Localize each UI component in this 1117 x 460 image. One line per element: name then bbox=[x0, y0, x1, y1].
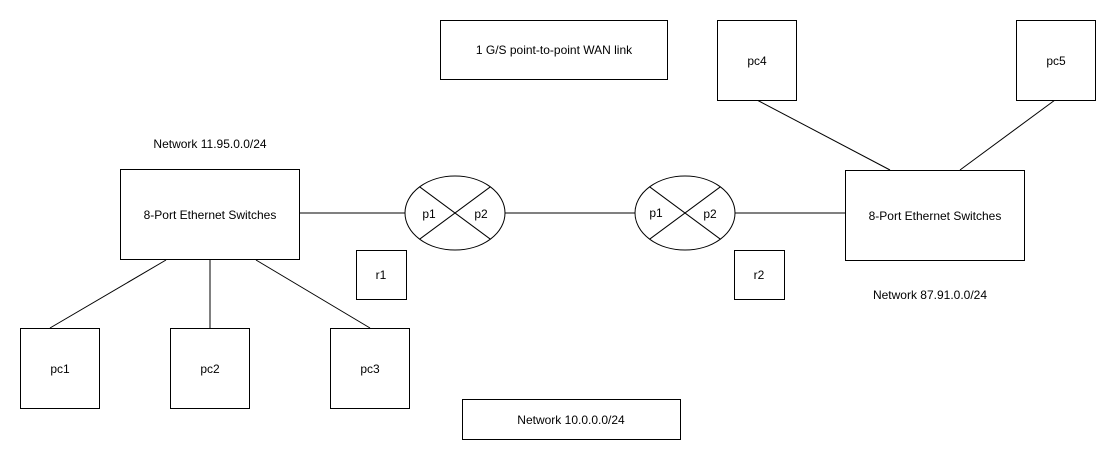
host-pc1-label: pc1 bbox=[50, 362, 70, 376]
network-left-label: Network 11.95.0.0/24 bbox=[153, 137, 267, 151]
wan-link-label: 1 G/S point-to-point WAN link bbox=[476, 43, 633, 57]
router-r1-port-p1: p1 bbox=[422, 207, 436, 221]
wan-link-box: 1 G/S point-to-point WAN link bbox=[440, 20, 668, 80]
router-r1-icon[interactable]: p1 p2 bbox=[404, 175, 506, 251]
switch-left-label: 8-Port Ethernet Switches bbox=[144, 208, 277, 222]
router-r2-port-p2: p2 bbox=[703, 207, 717, 221]
router-r1-port-p2: p2 bbox=[474, 207, 488, 221]
host-pc4-label: pc4 bbox=[747, 54, 767, 68]
host-pc5[interactable]: pc5 bbox=[1016, 20, 1096, 101]
router-r1-label-box: r1 bbox=[356, 250, 407, 300]
network-right-label: Network 87.91.0.0/24 bbox=[873, 288, 987, 302]
network-middle-label: Network 10.0.0.0/24 bbox=[517, 413, 625, 427]
switch-right[interactable]: 8-Port Ethernet Switches bbox=[845, 170, 1025, 261]
host-pc2-label: pc2 bbox=[200, 362, 220, 376]
host-pc2[interactable]: pc2 bbox=[170, 328, 250, 409]
switch-left[interactable]: 8-Port Ethernet Switches bbox=[120, 169, 300, 260]
host-pc3[interactable]: pc3 bbox=[330, 328, 410, 409]
link-switch-left-pc1 bbox=[49, 259, 167, 329]
host-pc5-label: pc5 bbox=[1046, 54, 1066, 68]
switch-right-label: 8-Port Ethernet Switches bbox=[869, 209, 1002, 223]
host-pc1[interactable]: pc1 bbox=[20, 328, 100, 409]
network-middle-box: Network 10.0.0.0/24 bbox=[462, 399, 681, 440]
router-r2-port-p1: p1 bbox=[649, 206, 663, 220]
link-switch-right-pc5 bbox=[959, 99, 1056, 171]
router-r2-name: r2 bbox=[754, 268, 765, 282]
link-switch-left-pc3 bbox=[255, 259, 371, 329]
links bbox=[49, 99, 1056, 329]
host-pc4[interactable]: pc4 bbox=[717, 20, 797, 101]
router-r2-icon[interactable]: p1 p2 bbox=[634, 175, 736, 251]
router-r2-label-box: r2 bbox=[734, 250, 785, 300]
host-pc3-label: pc3 bbox=[360, 362, 380, 376]
link-switch-right-pc4 bbox=[756, 99, 891, 171]
router-r1-name: r1 bbox=[376, 268, 387, 282]
